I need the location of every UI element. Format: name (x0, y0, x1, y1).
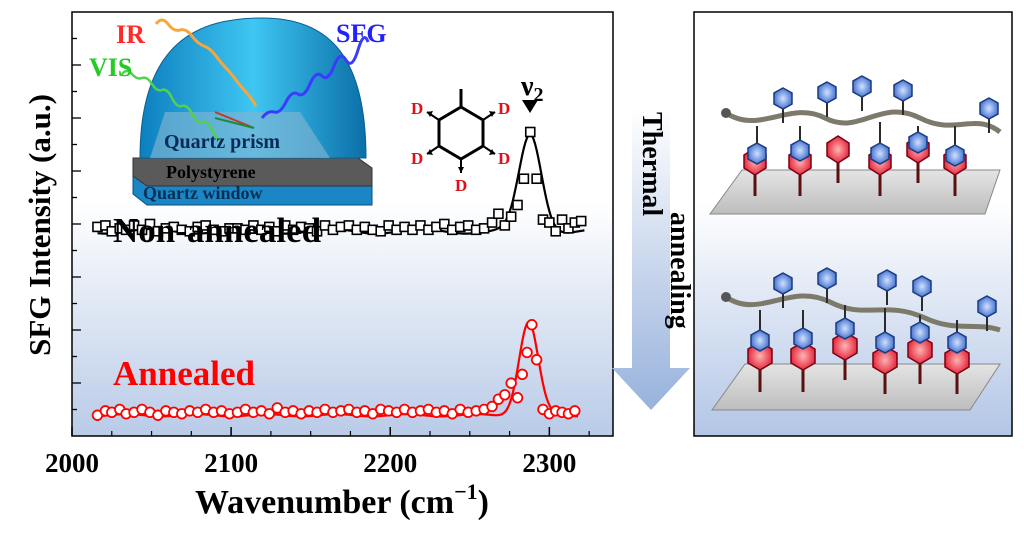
peak-label: ν2 (520, 71, 544, 113)
x-axis-title-main: Wavenumber (cm (195, 484, 454, 521)
peak-label-nu: ν (520, 71, 534, 102)
data-point-non-annealed (493, 208, 504, 220)
thermal-annealing-arrow: Thermal annealing (612, 108, 695, 410)
x-tick-label: 2300 (522, 448, 576, 478)
peak-marker-triangle (522, 100, 538, 113)
y-axis-ticks (72, 37, 81, 411)
substrate-slab-bottom (711, 363, 1001, 411)
schematic-non-annealed (709, 75, 1002, 215)
data-point-annealed (486, 400, 498, 413)
ir-label: IR (116, 20, 145, 49)
x-axis-title: Wavenumber (cm−1) (195, 479, 489, 521)
x-axis-title-sup: −1 (454, 479, 478, 504)
data-point-non-annealed (563, 223, 574, 234)
schematic-annealed (711, 267, 1001, 411)
data-point-non-annealed (518, 173, 530, 185)
arrow-label-line1: Thermal (636, 112, 667, 216)
data-point-non-annealed (556, 214, 568, 225)
data-point-non-annealed (486, 217, 498, 228)
svg-text:ν2: ν2 (520, 71, 544, 106)
data-point-non-annealed (136, 224, 148, 236)
series-label-non-annealed: Non-annealed (113, 211, 322, 250)
data-point-annealed (526, 319, 538, 331)
data-point-non-annealed (544, 217, 555, 228)
prism-label: Quartz prism (164, 131, 280, 153)
polymer-chain-bottom (724, 293, 1001, 333)
data-point-non-annealed (375, 225, 386, 237)
substrate-slab (709, 169, 1001, 215)
x-axis-ticks: 2000 2100 2200 2300 (45, 427, 590, 478)
chain-end-bead (721, 108, 731, 118)
polymer-chain-top (724, 109, 1002, 135)
x-tick-label: 2000 (45, 448, 99, 478)
data-point-non-annealed (505, 211, 517, 222)
data-point-annealed (569, 405, 581, 417)
sfg-beam-wave (260, 36, 370, 119)
d-label-lower-left: D (411, 149, 423, 168)
data-point-annealed (530, 354, 543, 366)
d-label-lower-right: D (498, 149, 510, 168)
data-point-non-annealed (439, 218, 450, 230)
series-label-annealed: Annealed (113, 354, 256, 393)
data-point-annealed (511, 392, 524, 404)
data-point-non-annealed (499, 220, 511, 231)
deuterated-benzene-icon: D D D D D (411, 89, 510, 195)
x-axis-title-close: ) (478, 484, 489, 521)
y-axis-title: SFG Intensity (a.u.) (22, 94, 57, 356)
pendant-blue-rings-top (747, 75, 999, 167)
prism-inset: IR VIS SFG Quartz prism Polystyrene Quar… (89, 17, 387, 206)
data-point-non-annealed (478, 223, 490, 234)
data-point-non-annealed (575, 215, 587, 227)
data-point-non-annealed (512, 199, 523, 211)
pendant-blue-rings-bottom (750, 267, 997, 354)
data-point-annealed (521, 346, 533, 359)
data-point-non-annealed (100, 220, 111, 231)
sfg-label: SFG (336, 19, 387, 48)
data-point-annealed (505, 377, 517, 389)
data-point-non-annealed (271, 225, 283, 237)
chain-end-bead-bottom (721, 292, 731, 302)
data-point-non-annealed (144, 218, 156, 230)
vis-label: VIS (89, 53, 132, 82)
d-label-upper-left: D (411, 99, 423, 118)
d-label-upper-right: D (498, 99, 510, 118)
film-label: Polystyrene (166, 162, 256, 182)
window-label: Quartz window (143, 183, 263, 203)
data-point-annealed (499, 389, 511, 401)
data-point-annealed (516, 368, 529, 381)
reflect-arrow (214, 117, 255, 129)
data-point-annealed (263, 408, 276, 420)
data-point-non-annealed (550, 225, 562, 237)
vis-beam-wave (121, 69, 223, 142)
data-point-non-annealed (531, 173, 542, 185)
arrow-label-line2: annealing (664, 212, 695, 329)
data-markers (91, 126, 587, 421)
prism-face (150, 112, 330, 158)
data-point-non-annealed (311, 225, 323, 237)
d-label-bottom: D (455, 176, 467, 195)
x-tick-label: 2200 (363, 448, 417, 478)
ir-beam-wave (154, 18, 258, 107)
peak-label-sub: 2 (534, 84, 544, 106)
surface-red-rings-bottom (747, 331, 970, 394)
x-tick-label: 2100 (204, 448, 258, 478)
data-point-non-annealed (524, 126, 536, 138)
